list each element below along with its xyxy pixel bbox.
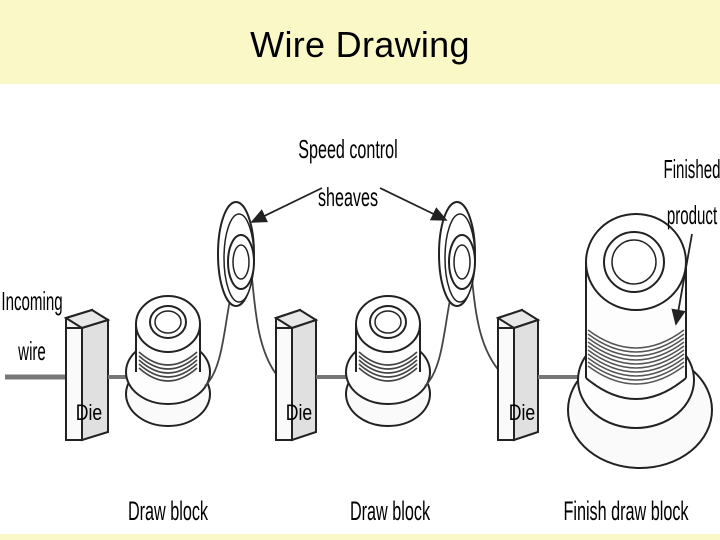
arrow-to-sheave-2 bbox=[379, 187, 448, 221]
speed-control-sheave-1 bbox=[217, 201, 255, 307]
bottom-strip bbox=[0, 534, 720, 540]
finished-product-label-line1: Finished bbox=[664, 155, 720, 184]
die-3: Die bbox=[495, 308, 541, 442]
die-1: Die bbox=[63, 308, 111, 442]
speed-control-label-line1: Speed control bbox=[298, 134, 397, 164]
incoming-wire-label-line2: wire bbox=[17, 337, 45, 366]
diagram-area: Die Die bbox=[0, 84, 720, 534]
die-2-label: Die bbox=[286, 401, 312, 425]
title-bar bbox=[0, 0, 720, 84]
draw-block-2-label: Draw block bbox=[350, 496, 431, 526]
speed-control-label-line2: sheaves bbox=[318, 182, 378, 212]
slide-title: Wire Drawing bbox=[250, 24, 470, 65]
draw-block-1-label: Draw block bbox=[128, 496, 209, 526]
finished-product-label-line2: product bbox=[667, 201, 717, 230]
arrow-to-sheave-1 bbox=[250, 187, 323, 223]
wire-drawing-diagram: Die Die bbox=[1, 134, 720, 526]
speed-control-sheave-2 bbox=[438, 201, 476, 307]
finish-draw-block bbox=[567, 213, 713, 469]
draw-block-1 bbox=[125, 295, 211, 427]
die-3-label: Die bbox=[509, 401, 535, 425]
draw-block-2 bbox=[345, 295, 431, 427]
incoming-wire-label-line1: Incoming bbox=[1, 287, 62, 316]
arrow-to-finished-product bbox=[671, 233, 693, 326]
finish-draw-block-label: Finish draw block bbox=[563, 496, 689, 526]
die-1-label: Die bbox=[76, 401, 102, 425]
die-2: Die bbox=[273, 308, 319, 442]
